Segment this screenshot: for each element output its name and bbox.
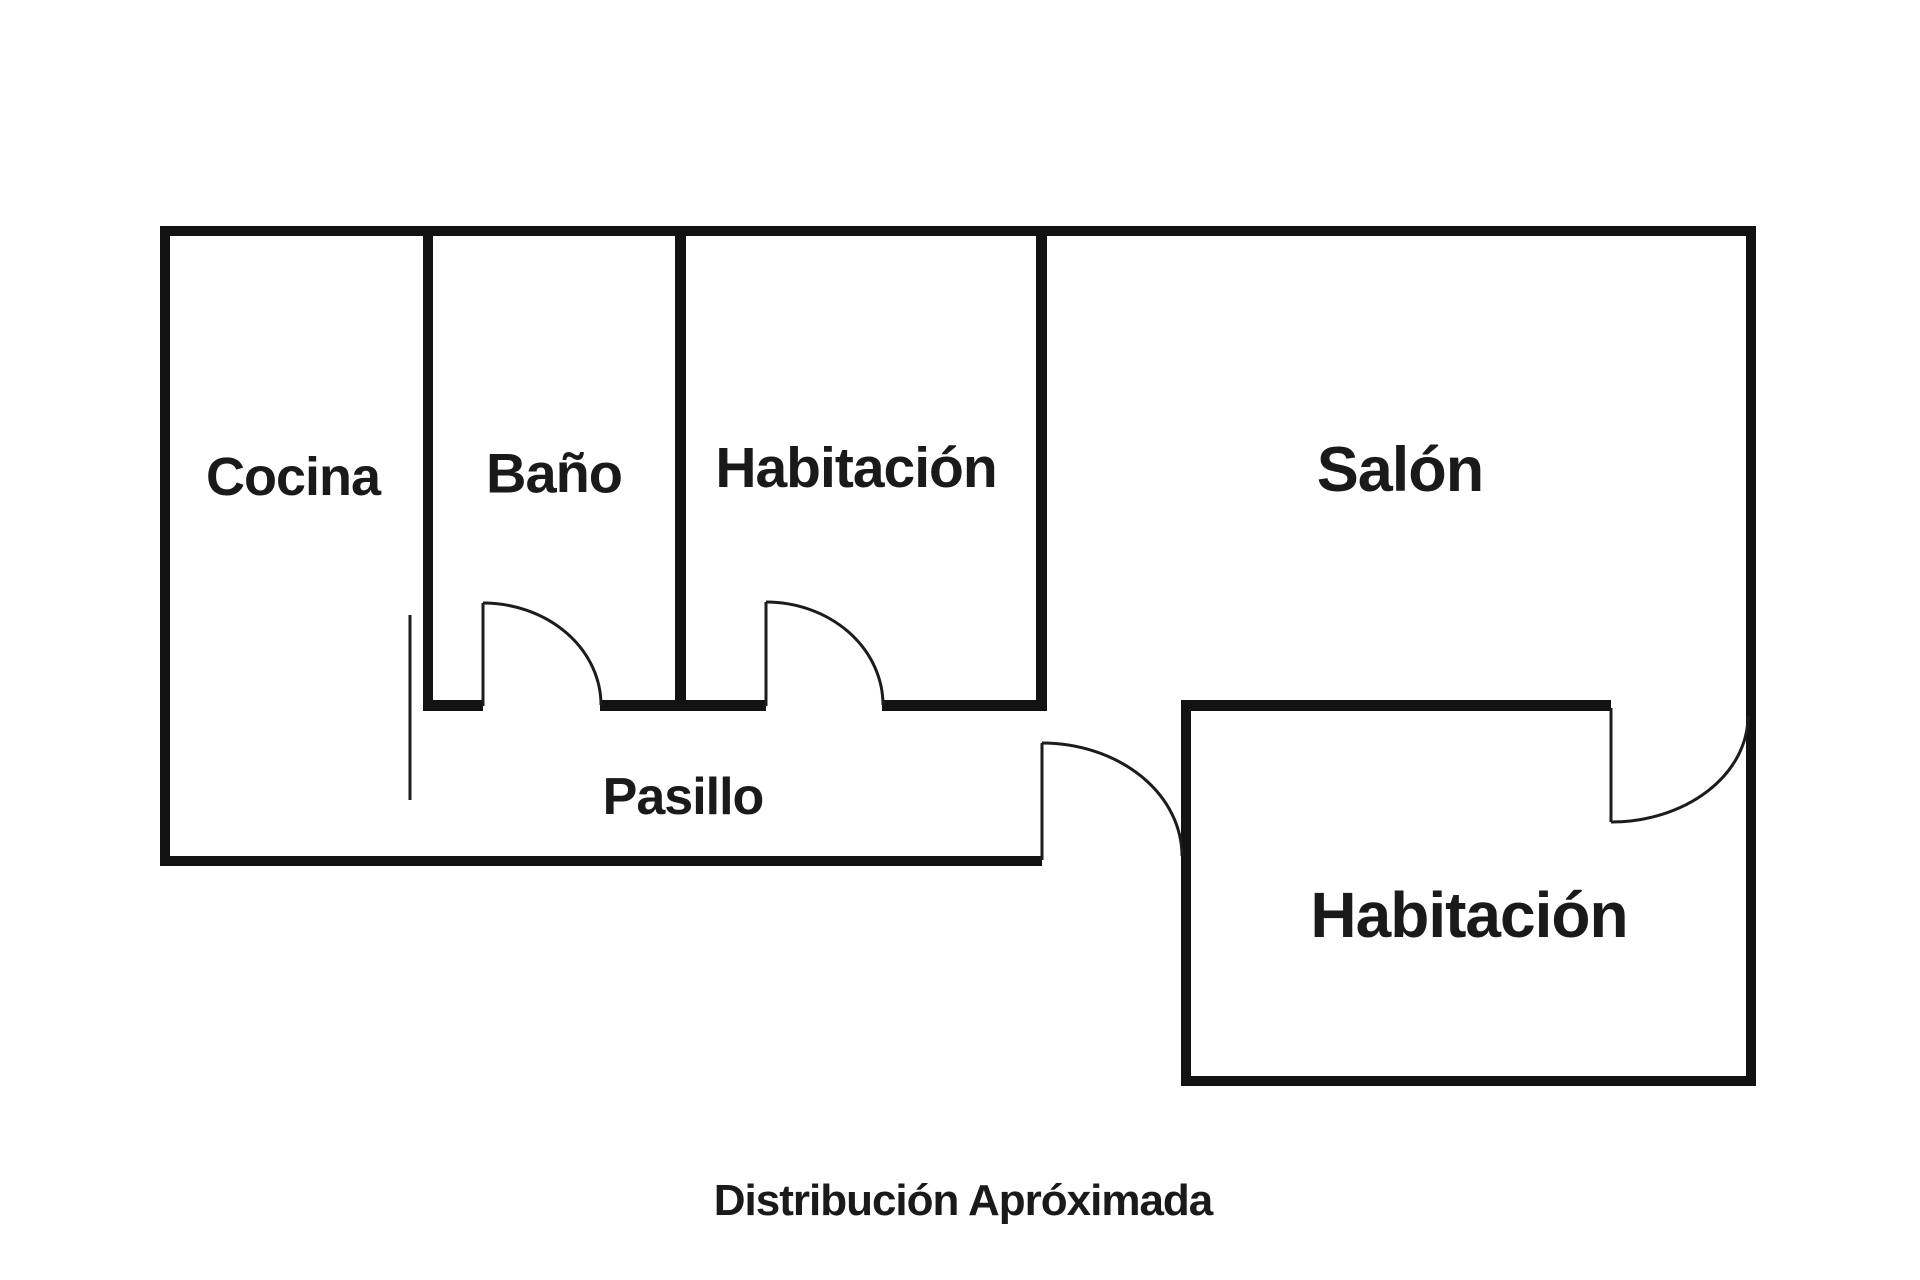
wall-hab2-bottom [1181,1076,1756,1086]
wall-outer-top [160,226,1756,236]
hab2-door-swing-arc [1610,715,1750,824]
wall-hab2-top [1181,700,1611,711]
wall-outer-right [1746,226,1756,1086]
bano-door-swing-arc [482,601,603,706]
wall-bano-hab1-divider [675,232,686,711]
plan-title: Distribución Apróximada [713,1176,1214,1225]
room-label-habitacion-2: Habitación [1310,879,1628,951]
wall-bano-hab1-bottom-mid [600,700,766,711]
pasillo-door-swing-arc [1041,741,1184,857]
room-label-salon: Salón [1316,435,1485,505]
wall-outer-left [160,226,170,866]
room-label-bano: Baño [486,441,623,505]
wall-pasillo-bottom [160,856,1042,866]
room-label-pasillo: Pasillo [602,768,765,826]
wall-hab1-salon-divider [1036,232,1047,711]
wall-hab1-bottom-right [882,700,1047,711]
hab1-door-swing-arc [765,600,885,706]
wall-hab2-left [1181,700,1191,1086]
room-label-habitacion-1: Habitación [715,436,997,500]
wall-cocina-bano-divider [423,232,433,711]
room-label-cocina: Cocina [205,447,381,507]
wall-bano-bottom-left [423,700,483,711]
